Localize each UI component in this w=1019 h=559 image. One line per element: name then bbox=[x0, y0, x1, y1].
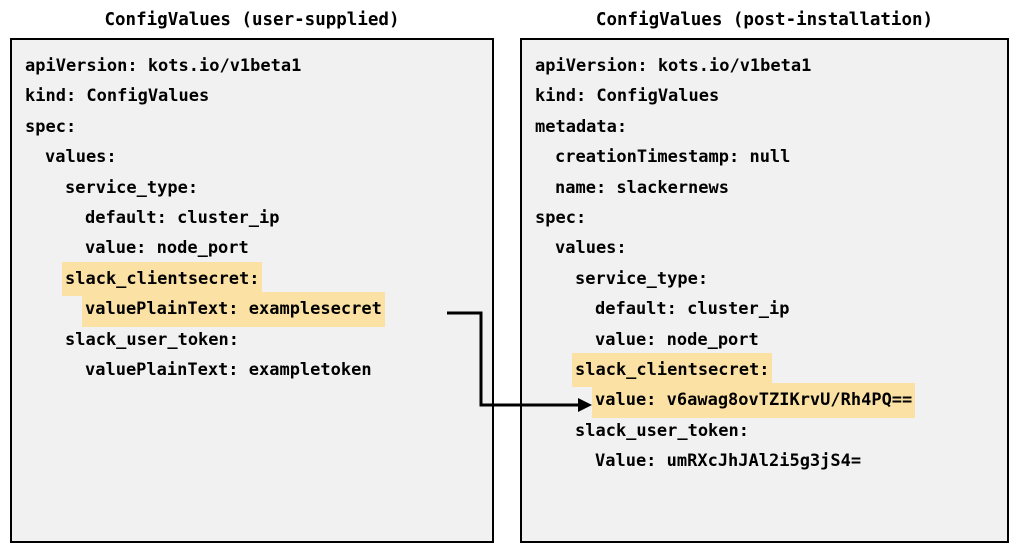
yaml-line-text: service_type: bbox=[575, 268, 709, 289]
yaml-line: values: bbox=[522, 233, 1007, 263]
yaml-line-text: default: cluster_ip bbox=[595, 299, 790, 320]
yaml-line: spec: bbox=[12, 112, 492, 142]
yaml-line: apiVersion: kots.io/v1beta1 bbox=[522, 51, 1007, 81]
yaml-line-text: value: v6awag8ovTZIKrvU/Rh4PQ== bbox=[594, 385, 914, 416]
yaml-line-text: apiVersion: kots.io/v1beta1 bbox=[25, 56, 302, 76]
yaml-line-text: creationTimestamp: null bbox=[555, 147, 791, 168]
yaml-line: slack_user_token: bbox=[522, 416, 1007, 446]
yaml-line-text: default: cluster_ip bbox=[85, 207, 280, 228]
yaml-line-text: slack_clientsecret: bbox=[64, 263, 261, 295]
yaml-line: slack_clientsecret: bbox=[12, 263, 492, 295]
left-panel-title: ConfigValues (user-supplied) bbox=[104, 10, 400, 30]
yaml-line: values: bbox=[12, 142, 492, 172]
yaml-line: service_type: bbox=[522, 264, 1007, 294]
yaml-line: apiVersion: kots.io/v1beta1 bbox=[12, 51, 492, 81]
yaml-line-text: spec: bbox=[535, 207, 587, 228]
yaml-line-text: metadata: bbox=[535, 116, 628, 137]
right-yaml-lines: apiVersion: kots.io/v1beta1 kind: ConfigV… bbox=[522, 51, 1007, 476]
yaml-line: spec: bbox=[522, 203, 1007, 233]
yaml-line-text: slack_user_token: bbox=[575, 420, 749, 441]
yaml-line: default: cluster_ip bbox=[522, 294, 1007, 324]
yaml-line-text: valuePlainText: examplesecret bbox=[84, 294, 383, 325]
yaml-line: Value: umRXcJhJAl2i5g3jS4= bbox=[522, 446, 1007, 476]
yaml-line: service_type: bbox=[12, 173, 492, 203]
yaml-line: metadata: bbox=[522, 112, 1007, 142]
yaml-line-text: valuePlainText: exampletoken bbox=[85, 359, 372, 380]
yaml-line-text: kind: ConfigValues bbox=[535, 86, 720, 107]
yaml-line-text: kind: ConfigValues bbox=[25, 86, 210, 107]
yaml-line: default: cluster_ip bbox=[12, 203, 492, 233]
yaml-line: valuePlainText: exampletoken bbox=[12, 355, 492, 385]
yaml-line: kind: ConfigValues bbox=[522, 81, 1007, 111]
yaml-line: value: node_port bbox=[12, 233, 492, 263]
yaml-line-text: Value: umRXcJhJAl2i5g3jS4= bbox=[595, 451, 862, 472]
yaml-line-text: apiVersion: kots.io/v1beta1 bbox=[535, 56, 812, 76]
yaml-line-text: service_type: bbox=[65, 177, 199, 198]
yaml-line: slack_user_token: bbox=[12, 325, 492, 355]
right-panel-title: ConfigValues (post-installation) bbox=[595, 10, 934, 30]
yaml-line: name: slackernews bbox=[522, 173, 1007, 203]
yaml-line-text: name: slackernews bbox=[555, 177, 729, 198]
yaml-line-text: value: node_port bbox=[85, 238, 249, 259]
yaml-line: creationTimestamp: null bbox=[522, 142, 1007, 172]
yaml-line: valuePlainText: examplesecret bbox=[12, 294, 492, 325]
yaml-line-text: values: bbox=[555, 238, 627, 259]
yaml-line: value: v6awag8ovTZIKrvU/Rh4PQ== bbox=[522, 385, 1007, 416]
right-yaml-panel: apiVersion: kots.io/v1beta1 kind: ConfigV… bbox=[520, 38, 1009, 543]
yaml-line-text: spec: bbox=[25, 116, 77, 137]
left-yaml-panel: apiVersion: kots.io/v1beta1 kind: ConfigV… bbox=[10, 38, 494, 543]
yaml-line-text: slack_clientsecret: bbox=[574, 354, 771, 386]
yaml-line: value: node_port bbox=[522, 325, 1007, 355]
yaml-line-text: slack_user_token: bbox=[65, 329, 239, 350]
yaml-line-text: value: node_port bbox=[595, 329, 759, 350]
yaml-line: slack_clientsecret: bbox=[522, 354, 1007, 386]
left-yaml-lines: apiVersion: kots.io/v1beta1 kind: ConfigV… bbox=[12, 51, 492, 385]
yaml-line: kind: ConfigValues bbox=[12, 81, 492, 111]
yaml-line-text: values: bbox=[45, 147, 117, 168]
